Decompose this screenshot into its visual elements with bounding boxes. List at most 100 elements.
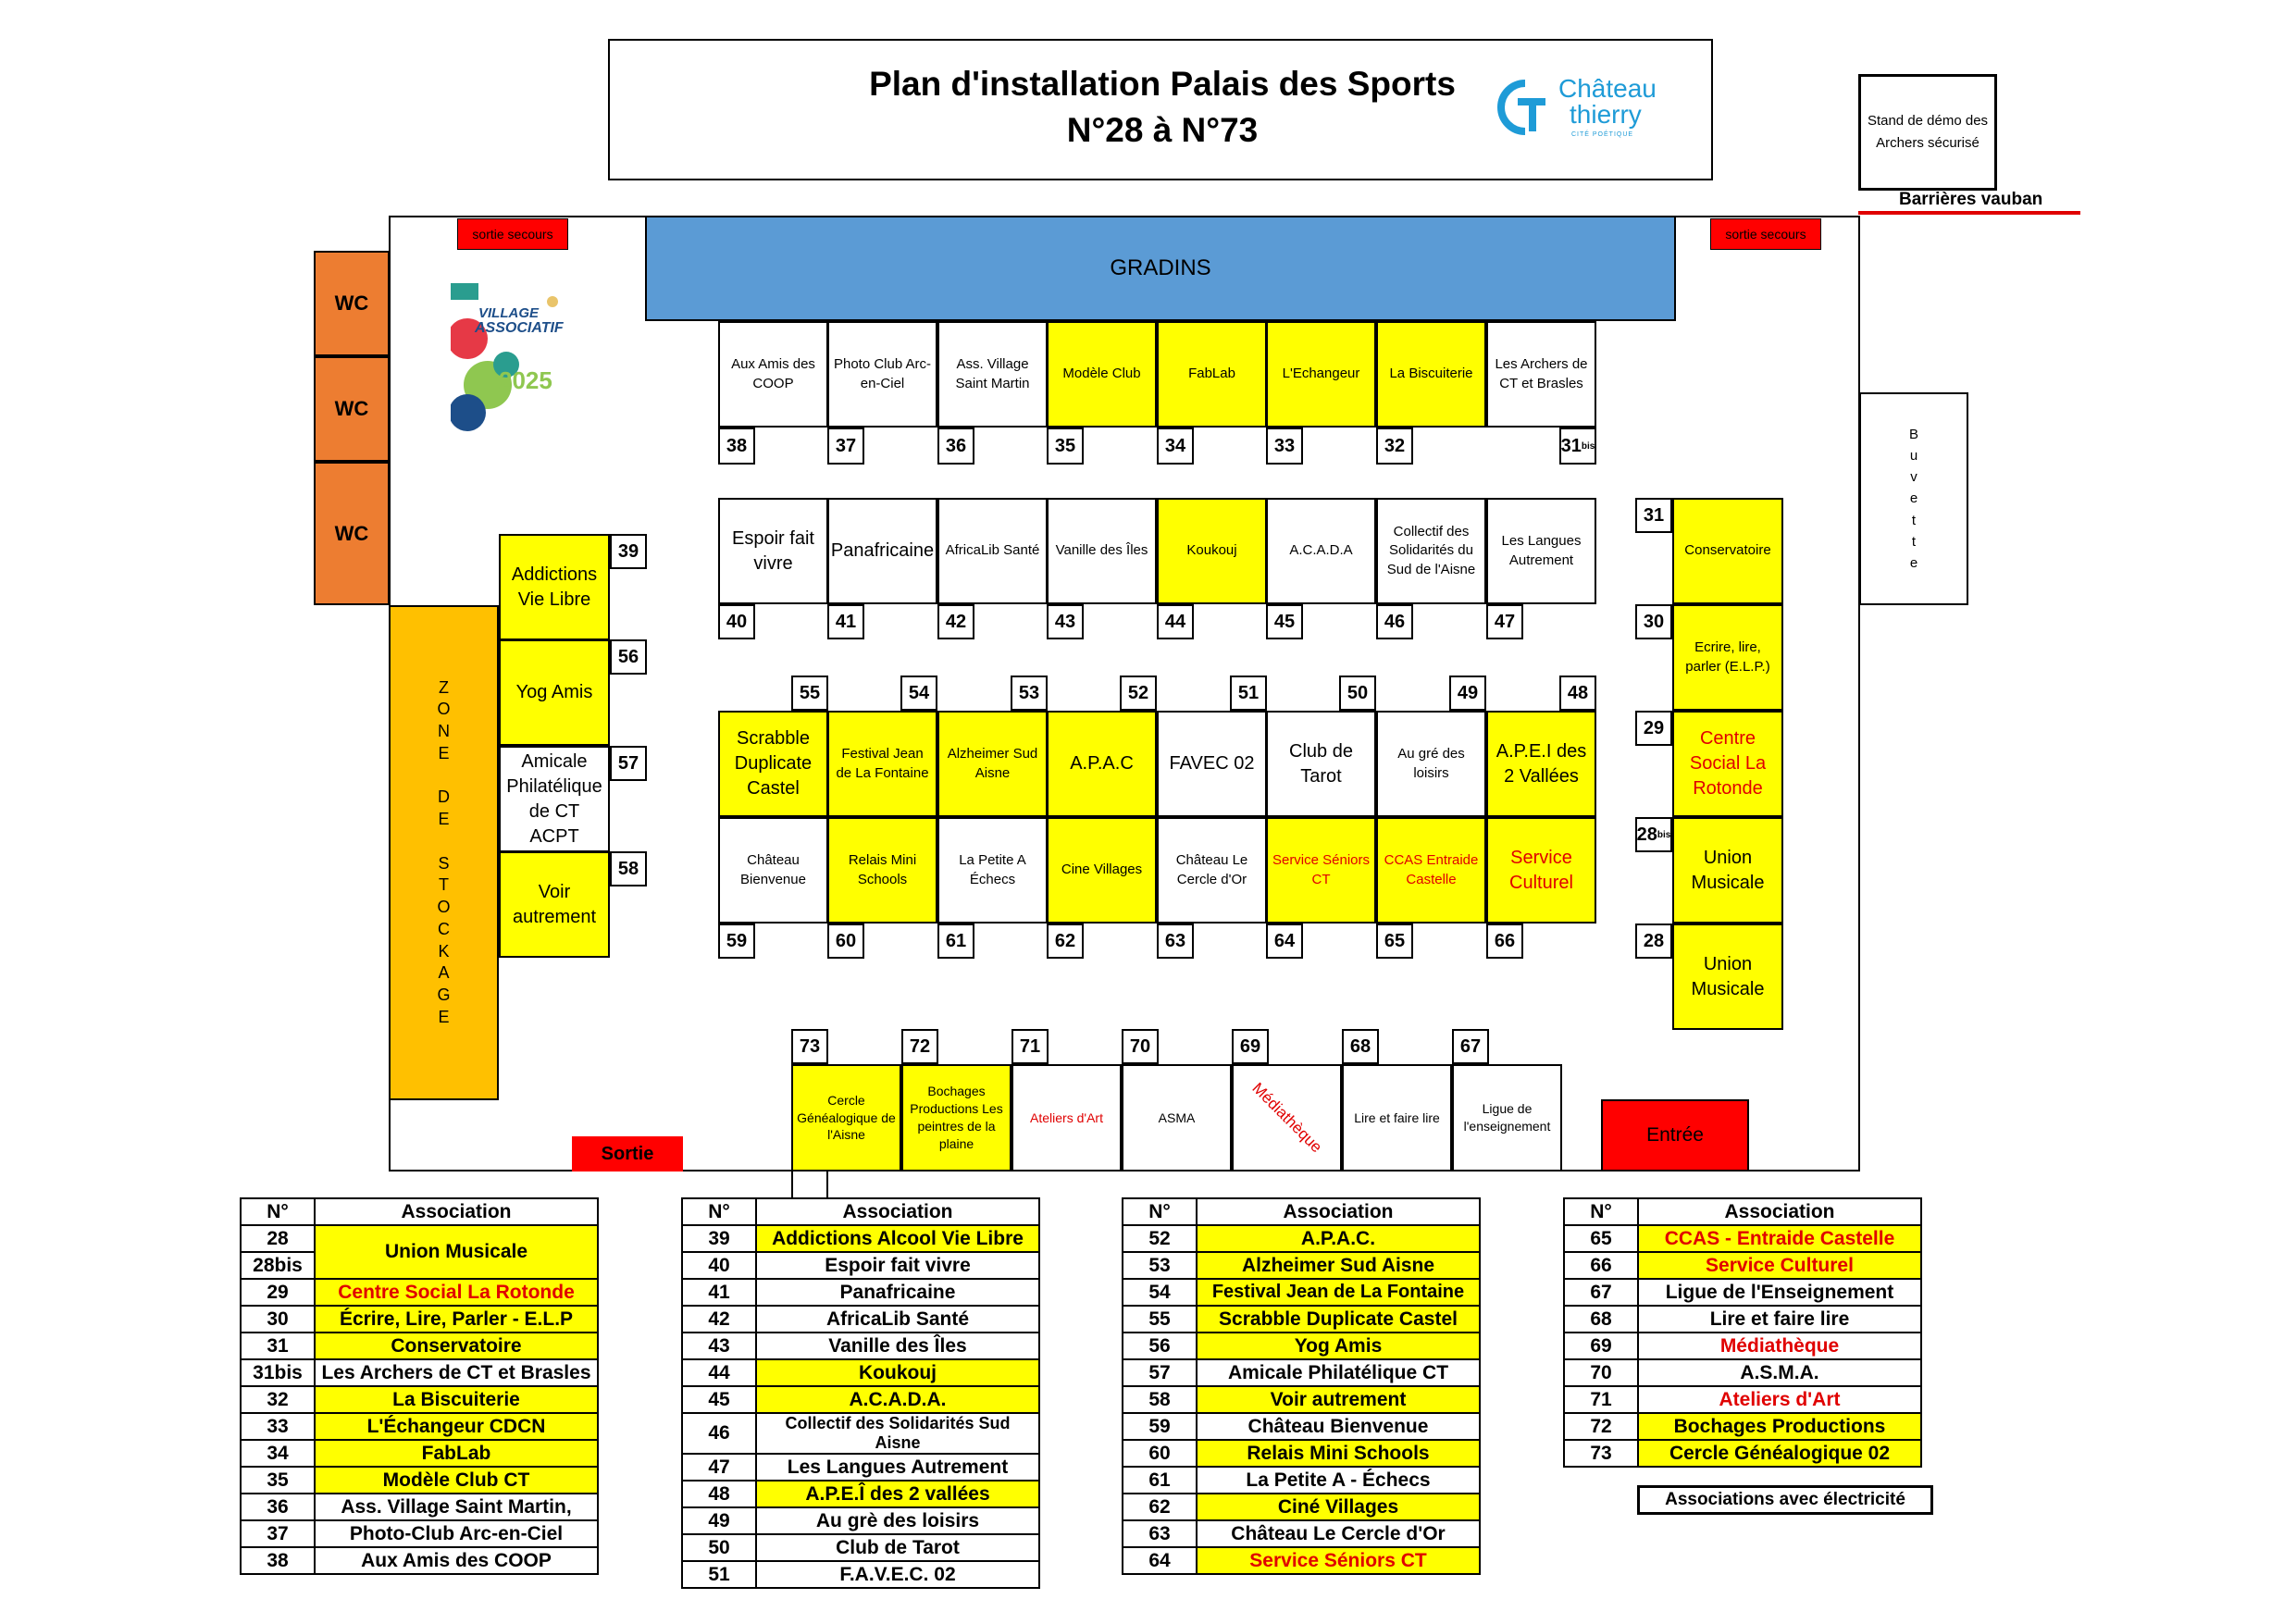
stand-number: 54 <box>900 676 937 711</box>
stand-label: Ligue de l'enseignement <box>1463 1101 1551 1134</box>
stand-58: Voir autrement <box>499 851 610 958</box>
stand-number: 62 <box>1047 924 1084 959</box>
legend-header-row: N°Association <box>681 1197 1040 1226</box>
stand-number: 48 <box>1559 676 1596 711</box>
wc-3: WC <box>314 462 390 605</box>
stand-number: 34 <box>1157 428 1194 465</box>
legend-num: 36 <box>240 1493 316 1521</box>
stand-number: 32 <box>1376 428 1413 465</box>
legend-association: Koukouj <box>755 1358 1040 1387</box>
legend-num: 67 <box>1563 1278 1639 1307</box>
stand-28: Union Musicale <box>1672 924 1783 1030</box>
stand-28: Union Musicale <box>1672 817 1783 924</box>
legend-num: 28bis <box>240 1251 316 1280</box>
legend-association: Amicale Philatélique CT <box>1196 1358 1481 1387</box>
legend-num: 58 <box>1122 1385 1198 1414</box>
legend-header-num: N° <box>1122 1197 1198 1226</box>
stand-53: Alzheimer Sud Aisne <box>937 711 1048 817</box>
legend-num: 39 <box>681 1224 757 1253</box>
barrieres-label: Barrières vauban <box>1899 190 2043 209</box>
legend-association: Collectif des Solidarités Sud Aisne <box>755 1412 1040 1455</box>
legend-num: 50 <box>681 1533 757 1562</box>
legend-association: Centre Social La Rotonde <box>314 1278 599 1307</box>
stand-number: 38 <box>718 428 755 465</box>
stand-number: 59 <box>718 924 755 959</box>
stand-49: Au gré des loisirs <box>1376 711 1486 817</box>
legend-num: 65 <box>1563 1224 1639 1253</box>
stand-number: 31 <box>1635 498 1672 533</box>
letter: E <box>438 810 450 828</box>
stand-number-text: 31 <box>1560 435 1582 456</box>
stand-56: Yog Amis <box>499 639 610 746</box>
legend-num: 63 <box>1122 1519 1198 1548</box>
stand-number: 49 <box>1449 676 1486 711</box>
legend-association: Club de Tarot <box>755 1533 1040 1562</box>
stand-38: Aux Amis des COOP <box>718 321 828 428</box>
legend-num: 47 <box>681 1453 757 1481</box>
stand-number: 51 <box>1230 676 1267 711</box>
stand-number: 53 <box>1011 676 1048 711</box>
stand-63: Château Le Cercle d'Or <box>1157 817 1267 924</box>
legend-association: L'Échangeur CDCN <box>314 1412 599 1441</box>
stand-label: Bochages Productions Les peintres de la … <box>910 1084 1003 1151</box>
legend-num: 68 <box>1563 1305 1639 1333</box>
legend-association: Vanille des Îles <box>755 1332 1040 1360</box>
stand-70: ASMA <box>1122 1064 1232 1172</box>
legend-note: Associations avec électricité <box>1637 1485 1933 1515</box>
legend-num: 59 <box>1122 1412 1198 1441</box>
legend-num: 61 <box>1122 1466 1198 1494</box>
legend-num: 35 <box>240 1466 316 1494</box>
page-subtitle: N°28 à N°73 <box>1066 111 1259 149</box>
stand-number: 64 <box>1266 924 1303 959</box>
stand-label: Lire et faire lire <box>1354 1110 1440 1125</box>
legend-num: 31bis <box>240 1358 316 1387</box>
legend-header-row: N°Association <box>1122 1197 1481 1226</box>
legend-association: Alzheimer Sud Aisne <box>1196 1251 1481 1280</box>
stand-65: CCAS Entraide Castelle <box>1376 817 1486 924</box>
stand-number: 67 <box>1452 1029 1489 1064</box>
legend-association: Ciné Villages <box>1196 1493 1481 1521</box>
stand-73-connector <box>791 1172 828 1199</box>
letter: D <box>438 787 450 807</box>
stand-number-text: 29 <box>1643 717 1665 738</box>
stand-number-text: 31 <box>1643 504 1665 526</box>
stand-number: 43 <box>1047 604 1084 639</box>
letter: B <box>1908 426 1918 442</box>
stand-number-text: 30 <box>1643 611 1665 632</box>
stand-30: Ecrire, lire, parler (E.L.P.) <box>1672 604 1783 711</box>
legend-num: 54 <box>1122 1278 1198 1307</box>
village-logo-year: 2025 <box>499 366 552 394</box>
village-logo-line1: VILLAGE <box>478 305 540 321</box>
legend-association: Yog Amis <box>1196 1332 1481 1360</box>
letter: T <box>439 875 449 895</box>
stand-number-bis: bis <box>1581 440 1595 452</box>
stand-50: Club de Tarot <box>1266 711 1376 817</box>
legend-association: Écrire, Lire, Parler - E.L.P <box>314 1305 599 1333</box>
legend-num: 60 <box>1122 1439 1198 1468</box>
legend-association: Ateliers d'Art <box>1637 1385 1922 1414</box>
stand-number-text: 28 <box>1636 824 1657 845</box>
stand-label: Médiathèque <box>1248 1078 1326 1156</box>
stand-number: 40 <box>718 604 755 639</box>
legend-num: 57 <box>1122 1358 1198 1387</box>
letter: E <box>438 743 450 762</box>
exit-label: Sortie <box>601 1143 654 1164</box>
gradins: GRADINS <box>645 216 1676 321</box>
legend-num: 64 <box>1122 1546 1198 1575</box>
legend-num: 48 <box>681 1480 757 1508</box>
